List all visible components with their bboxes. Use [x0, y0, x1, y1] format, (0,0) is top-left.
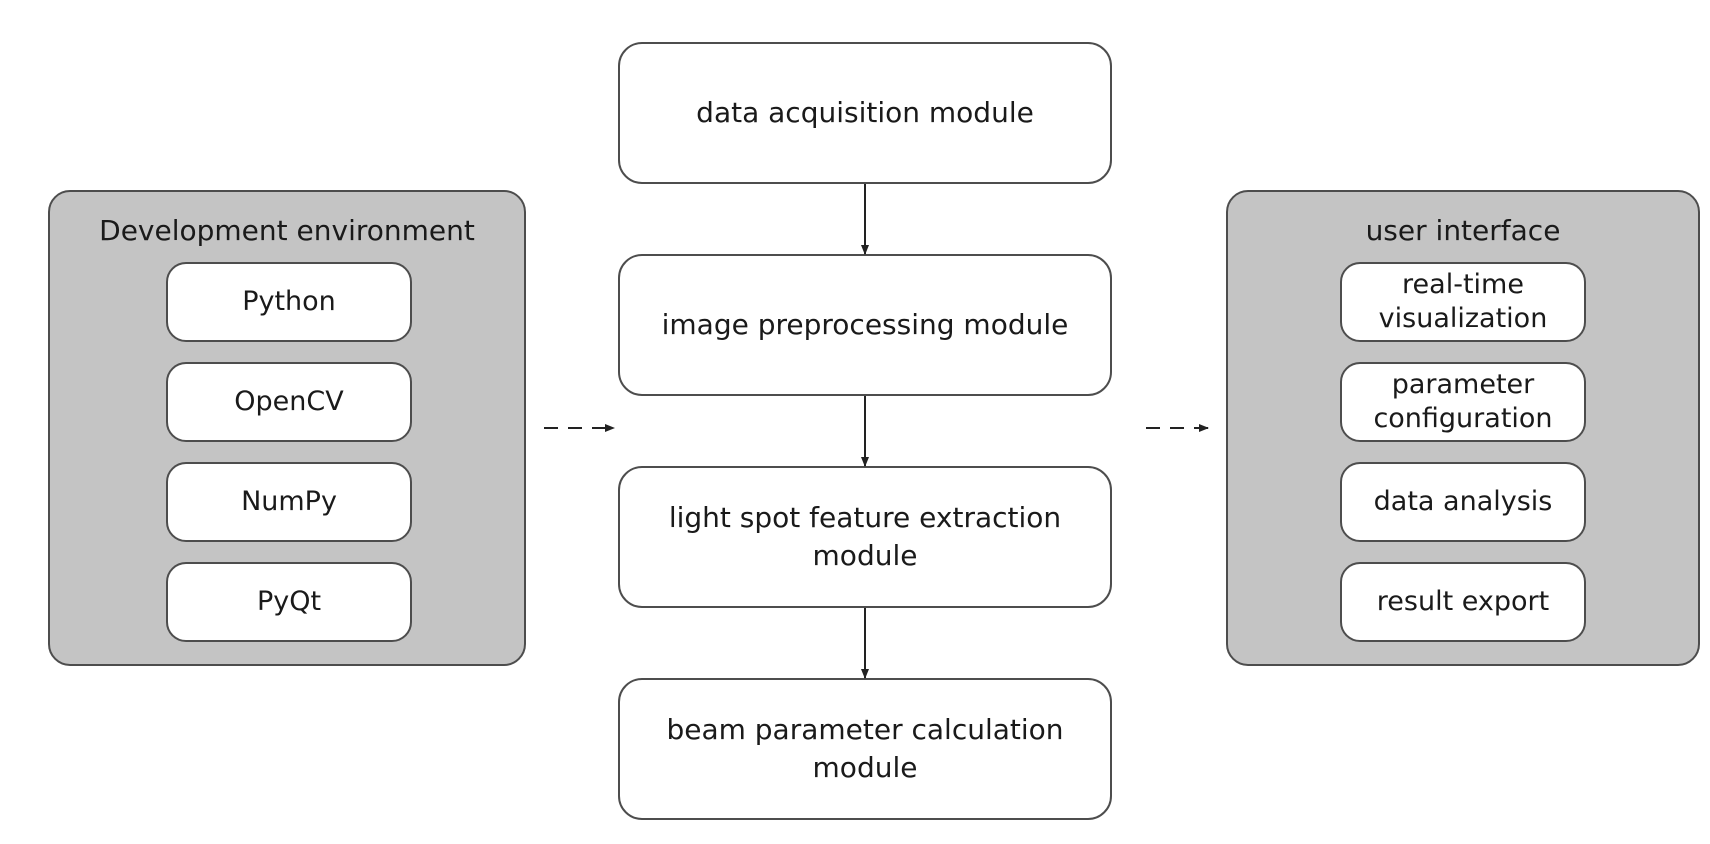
dev-item-pyqt: PyQt — [166, 562, 412, 642]
image-preprocessing-module: image preprocessing module — [618, 254, 1112, 396]
user-interface-group: user interface real-time visualization p… — [1226, 190, 1700, 666]
development-environment-title: Development environment — [99, 214, 475, 247]
dev-item-python: Python — [166, 262, 412, 342]
ui-item-real-time-visualization: real-time visualization — [1340, 262, 1586, 342]
ui-item-data-analysis: data analysis — [1340, 462, 1586, 542]
user-interface-title: user interface — [1365, 214, 1561, 247]
light-spot-feature-extraction-module: light spot feature extraction module — [618, 466, 1112, 608]
ui-item-parameter-configuration: parameter configuration — [1340, 362, 1586, 442]
beam-parameter-calculation-module: beam parameter calculation module — [618, 678, 1112, 820]
dev-item-numpy: NumPy — [166, 462, 412, 542]
dev-item-opencv: OpenCV — [166, 362, 412, 442]
data-acquisition-module: data acquisition module — [618, 42, 1112, 184]
development-environment-group: Development environment Python OpenCV Nu… — [48, 190, 526, 666]
ui-item-result-export: result export — [1340, 562, 1586, 642]
